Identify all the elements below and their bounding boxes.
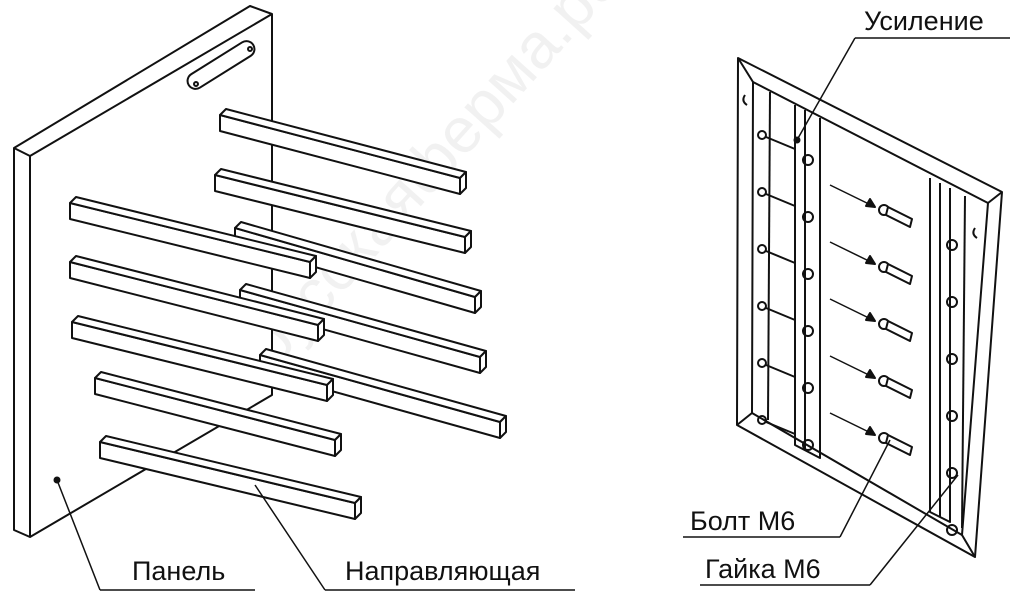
- guide-rail: [71, 315, 334, 402]
- bolt: [757, 130, 958, 251]
- bolt: [757, 187, 958, 308]
- bolt: [757, 415, 958, 536]
- guide-rail: [239, 283, 487, 374]
- guide-rail: [69, 196, 317, 279]
- panel-label: Панель: [132, 556, 226, 586]
- bolt: [757, 358, 958, 479]
- guide-rail: [94, 371, 342, 457]
- guide-rail: [69, 255, 325, 342]
- bolt: [757, 244, 958, 365]
- bolts-and-nuts: [757, 130, 958, 536]
- guide-rail: [99, 435, 362, 520]
- reinforcement-label: Усиление: [864, 6, 984, 36]
- guide-rail: [214, 168, 472, 254]
- guide-rail: [234, 221, 482, 314]
- bolt-label: Болт М6: [690, 506, 796, 536]
- guide-rails: [69, 108, 507, 520]
- bolt: [757, 301, 958, 422]
- leader-lines: [56, 37, 1010, 591]
- frame-drawing: [736, 57, 1003, 558]
- guide-rail: [219, 108, 467, 195]
- nut-label: Гайка М6: [705, 554, 821, 584]
- guide-label: Направляющая: [345, 556, 541, 586]
